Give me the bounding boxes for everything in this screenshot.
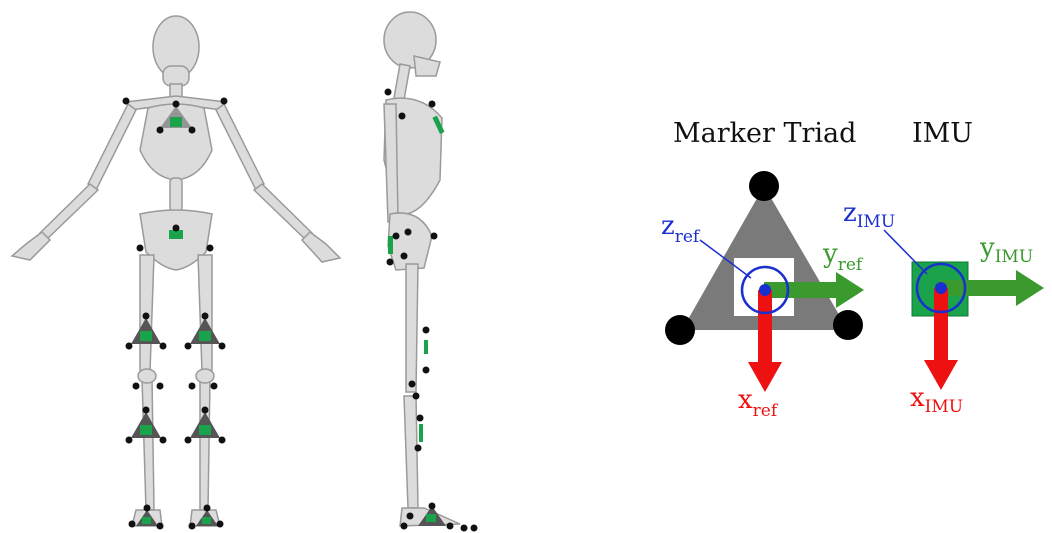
triad-marker-top xyxy=(749,171,779,201)
hand-left xyxy=(12,232,50,260)
skeleton-side-view xyxy=(384,12,460,526)
sensor-shank-left xyxy=(131,412,161,438)
arm-lower-right xyxy=(254,184,312,240)
tibia-right xyxy=(200,378,210,510)
triad-z-label: zref xyxy=(661,211,701,247)
hand-right xyxy=(302,232,340,262)
sensor-thigh-left xyxy=(131,318,161,344)
arm-upper-right xyxy=(216,104,264,190)
femur-side xyxy=(406,264,418,392)
imu-y-label: yIMU xyxy=(979,233,1033,267)
arm-side xyxy=(384,104,398,222)
sensor-thigh-right xyxy=(190,318,220,344)
skeleton-front-view xyxy=(12,16,340,526)
imu-title: IMU xyxy=(912,118,973,149)
jaw-front xyxy=(163,66,189,86)
marker-triad-title: Marker Triad xyxy=(673,118,856,149)
tibia-left xyxy=(142,378,154,510)
knee-left xyxy=(138,369,156,383)
sensor-shank-right xyxy=(190,412,220,438)
triad-marker-right xyxy=(833,310,863,340)
triad-z-dot xyxy=(759,284,771,296)
tibia-side xyxy=(404,396,418,508)
arm-lower-left xyxy=(40,184,98,240)
spine-cervical-side xyxy=(394,64,410,100)
jaw-side xyxy=(414,56,440,76)
spine-lumbar-front xyxy=(170,178,182,212)
pelvis-side xyxy=(388,213,432,270)
triad-y-label: yref xyxy=(822,239,864,275)
knee-right xyxy=(196,369,214,383)
triad-marker-left xyxy=(665,315,695,345)
triad-x-label: xref xyxy=(738,385,779,421)
imu-x-label: xIMU xyxy=(910,383,963,417)
imu-z-dot xyxy=(935,282,947,294)
imu-z-label: zIMU xyxy=(843,198,895,232)
arm-upper-left xyxy=(88,104,136,190)
marker-triad-diagram xyxy=(665,171,864,392)
imu-z-leader xyxy=(884,230,927,274)
